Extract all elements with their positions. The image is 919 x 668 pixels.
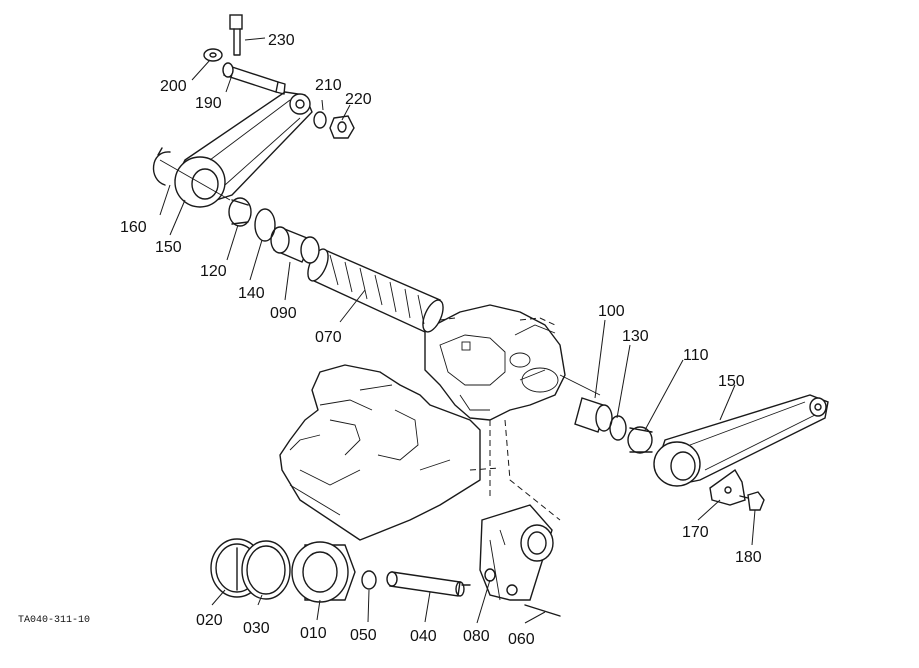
part-110-bushing [627,426,653,454]
label-130: 130 [622,328,649,345]
label-200: 200 [160,78,187,95]
label-070: 070 [315,329,342,346]
part-130-ring [609,415,627,441]
part-140-ring [254,208,276,242]
label-010: 010 [300,625,327,642]
label-230: 230 [268,32,295,49]
part-050-o-ring [361,570,377,590]
label-150-left: 150 [155,239,182,256]
label-210: 210 [315,77,342,94]
label-050: 050 [350,627,377,644]
label-030: 030 [243,620,270,637]
part-190-pin [222,62,286,95]
part-150-lift-arm-left [174,91,313,208]
part-200-washer [203,48,223,62]
label-080: 080 [463,628,490,645]
drawing-code: TA040-311-10 [18,615,90,626]
part-030-ring [241,540,291,600]
part-150-lift-arm-right [653,394,829,487]
part-100-bushing [574,397,613,433]
leader-lines [159,37,756,624]
label-170: 170 [682,524,709,541]
label-140: 140 [238,285,265,302]
label-110: 110 [683,347,709,364]
part-080-arm [479,504,554,601]
label-120: 120 [200,263,227,280]
part-040-rod [386,571,471,597]
part-060-pin [524,604,561,617]
label-100: 100 [598,303,625,320]
label-090: 090 [270,305,297,322]
part-220-nut [329,115,355,139]
part-070-shaft [307,248,444,333]
part-090-bushing [270,226,320,264]
part-170-plate [709,468,746,506]
part-labels: 230 200 190 210 220 160 150 120 140 090 … [18,32,762,648]
part-010-piston [291,541,356,603]
part-230-bolt [229,14,243,56]
part-120-bushing [228,197,252,227]
label-180: 180 [735,549,762,566]
label-020: 020 [196,612,223,629]
label-160: 160 [120,219,147,236]
part-180-bolt [739,491,765,511]
label-040: 040 [410,628,437,645]
part-210-washer [313,111,327,129]
label-190: 190 [195,95,222,112]
label-060: 060 [508,631,535,648]
label-220: 220 [345,91,372,108]
label-150-right: 150 [718,373,745,390]
part-160-snap-ring [152,147,171,186]
